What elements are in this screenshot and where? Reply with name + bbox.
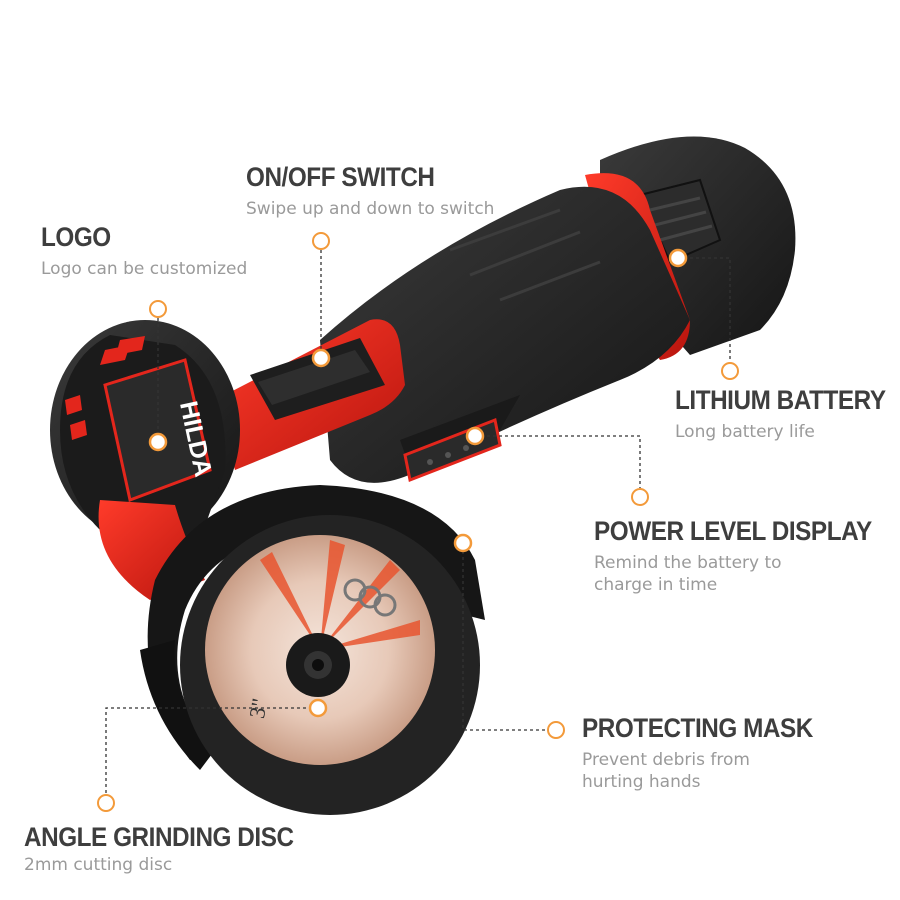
protecting-guard bbox=[140, 485, 485, 770]
onoff-inner-dot bbox=[311, 348, 331, 368]
disc-outer-marker bbox=[97, 794, 115, 812]
switch-housing bbox=[215, 319, 405, 470]
battery-outer-marker bbox=[721, 362, 739, 380]
power-outer-marker bbox=[631, 488, 649, 506]
onoff-desc-line: Swipe up and down to switch bbox=[246, 199, 495, 219]
lithium-battery-desc: Long battery life bbox=[675, 421, 900, 443]
power-leader bbox=[475, 435, 641, 488]
power-desc-line-2: charge in time bbox=[594, 575, 718, 595]
mask-desc-line-2: hurting hands bbox=[582, 772, 701, 792]
disc-inner-dot bbox=[308, 698, 328, 718]
protecting-mask-desc: Prevent debris from hurting hands bbox=[582, 749, 839, 793]
power-desc-line-1: Remind the battery to bbox=[594, 553, 782, 573]
logo-callout: LOGO Logo can be customized bbox=[41, 222, 247, 280]
mask-desc-line-1: Prevent debris from bbox=[582, 750, 750, 770]
protecting-mask-title: PROTECTING MASK bbox=[582, 713, 813, 743]
logo-title: LOGO bbox=[41, 222, 111, 252]
onoff-switch-callout: ON/OFF SWITCH Swipe up and down to switc… bbox=[246, 162, 494, 220]
mask-leader bbox=[462, 551, 548, 731]
power-level-desc: Remind the battery to charge in time bbox=[594, 552, 900, 596]
power-inner-dot bbox=[465, 426, 485, 446]
onoff-switch-desc: Swipe up and down to switch bbox=[246, 198, 494, 220]
callout-markers bbox=[97, 232, 739, 812]
logo-desc-line: Logo can be customized bbox=[41, 259, 248, 279]
battery-inner-dot bbox=[668, 248, 688, 268]
logo-inner-dot bbox=[148, 432, 168, 452]
grinding-disc-desc: 2mm cutting disc bbox=[24, 854, 324, 876]
protecting-mask-callout: PROTECTING MASK Prevent debris from hurt… bbox=[582, 713, 839, 793]
disc-leader bbox=[105, 707, 318, 795]
lithium-battery-callout: LITHIUM BATTERY Long battery life bbox=[675, 385, 900, 443]
grinding-disc-callout: ANGLE GRINDING DISC 2mm cutting disc bbox=[24, 822, 324, 876]
mask-outer-marker bbox=[547, 721, 565, 739]
motor-head bbox=[50, 320, 240, 600]
callout-inner-dots bbox=[148, 248, 688, 718]
lithium-battery-title: LITHIUM BATTERY bbox=[675, 385, 886, 415]
callout-lines bbox=[105, 250, 731, 795]
power-level-title: POWER LEVEL DISPLAY bbox=[594, 516, 872, 546]
battery-leader bbox=[678, 257, 731, 362]
logo-outer-marker bbox=[149, 300, 167, 318]
disc-desc-line: 2mm cutting disc bbox=[24, 855, 173, 875]
logo-desc: Logo can be customized bbox=[41, 258, 247, 280]
power-level-callout: POWER LEVEL DISPLAY Remind the battery t… bbox=[594, 516, 900, 596]
mask-inner-dot bbox=[453, 533, 473, 553]
battery-desc-line: Long battery life bbox=[675, 422, 815, 442]
onoff-switch-title: ON/OFF SWITCH bbox=[246, 162, 435, 192]
grinding-disc-title: ANGLE GRINDING DISC bbox=[24, 822, 294, 852]
onoff-outer-marker bbox=[312, 232, 330, 250]
cutting-disc: 3" bbox=[180, 515, 480, 815]
